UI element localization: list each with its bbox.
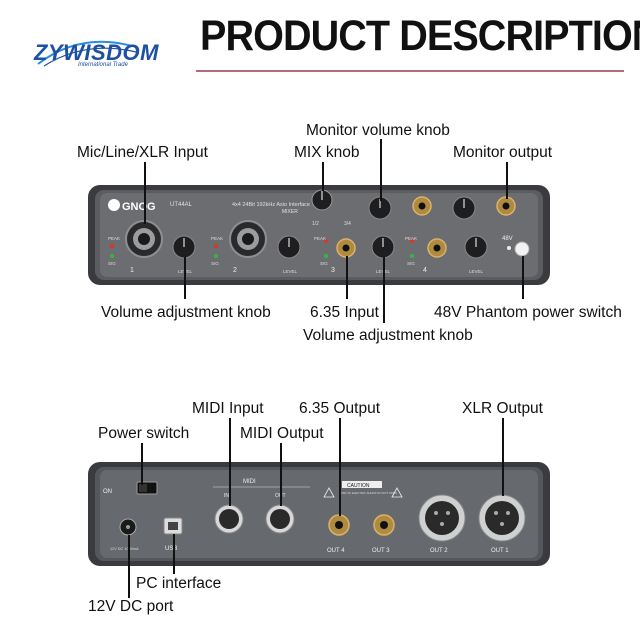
label-power-switch: Power switch <box>98 425 190 442</box>
device-brand: GNOG <box>122 201 156 213</box>
on-label: ON <box>103 489 112 495</box>
sig-led-1 <box>109 253 115 259</box>
peak-led-1 <box>109 243 115 249</box>
label-midi-input: MIDI Input <box>192 400 264 417</box>
out2-label: OUT 2 <box>430 548 448 554</box>
brand-tagline: International Trade <box>78 62 128 68</box>
caution-label: CAUTION <box>347 483 370 489</box>
leader-mix-knob <box>322 162 324 191</box>
label-pc-interface: PC interface <box>136 575 222 592</box>
level-label-2: LEVEL <box>283 269 298 274</box>
warning-icon-2 <box>391 487 403 498</box>
page-title: PRODUCT DESCRIPTION <box>200 12 640 60</box>
dc-label: 12V DC 1000mA <box>110 547 139 551</box>
label-mix-knob: MIX knob <box>294 144 360 161</box>
label-volume-knob-2: Volume adjustment knob <box>303 327 473 344</box>
label-midi-output: MIDI Output <box>240 425 324 442</box>
header: ZYWISDOM International Trade PRODUCT DES… <box>0 0 640 78</box>
leader-output-635 <box>339 418 341 516</box>
mixer-label: MIXER <box>282 209 298 215</box>
leader-dc-port <box>128 535 130 598</box>
leader-volume-knob <box>184 257 186 299</box>
peak-label-1: PEAK <box>108 236 120 241</box>
sig-led-2 <box>213 253 219 259</box>
peak-label-2: PEAK <box>211 236 223 241</box>
sig-label-3: SIG <box>320 261 328 266</box>
usb-label: USB <box>165 546 177 552</box>
peak-label-4: PEAK <box>405 236 417 241</box>
device-model: UT44AL <box>170 202 193 208</box>
midi-in-label: IN <box>224 493 229 499</box>
label-phantom-switch: 48V Phantom power switch <box>434 304 622 321</box>
title-underline <box>196 70 624 72</box>
leader-volume-knob-2 <box>383 257 385 323</box>
leader-power-switch <box>141 443 143 485</box>
out1-label: OUT 1 <box>491 548 509 554</box>
device-logo-icon <box>108 199 120 211</box>
logo-swoosh-icon <box>37 40 137 67</box>
label-xlr-output: XLR Output <box>462 400 543 417</box>
channel-number-4: 4 <box>423 267 427 274</box>
leader-monitor-output <box>506 162 508 199</box>
phantom-label: 48V <box>502 236 513 242</box>
label-monitor-volume: Monitor volume knob <box>306 122 450 139</box>
leader-pc-interface <box>173 534 175 574</box>
peak-led-2 <box>213 243 219 249</box>
peak-label-3: PEAK <box>314 236 326 241</box>
channel-number-1: 1 <box>130 267 134 274</box>
out4-label: OUT 4 <box>327 548 345 554</box>
leader-mic-input <box>144 162 146 224</box>
out3-label: OUT 3 <box>372 548 390 554</box>
sig-label-1: SIG <box>108 261 116 266</box>
leader-midi-input <box>229 418 231 506</box>
leader-phantom <box>522 256 524 299</box>
channel-number-2: 2 <box>233 267 237 274</box>
sig-led-3 <box>323 253 329 259</box>
label-monitor-output: Monitor output <box>453 144 553 161</box>
leader-midi-output <box>280 443 282 506</box>
leader-input-635 <box>346 256 348 299</box>
leader-monitor-volume <box>380 139 382 201</box>
label-input-635: 6.35 Input <box>310 304 379 321</box>
label-dc-port: 12V DC port <box>88 598 174 615</box>
brand-logo: ZYWISDOM <box>34 40 159 65</box>
channel-number-3: 3 <box>331 267 335 274</box>
peak-led-4 <box>409 238 415 244</box>
leader-xlr-output <box>502 418 504 496</box>
peak-led-3 <box>323 238 329 244</box>
mix-left-label: 1/2 <box>312 221 319 227</box>
sig-label-2: SIG <box>211 261 219 266</box>
caution-sub-label: RISK OF ELECTRIC SHOCK DO NOT OPEN <box>340 491 397 495</box>
label-volume-knob: Volume adjustment knob <box>101 304 271 321</box>
sig-label-4: SIG <box>407 261 415 266</box>
level-label-4: LEVEL <box>469 269 484 274</box>
device-spec: 4x4 24Bit 192kHz Asio Interface <box>232 202 310 208</box>
label-output-635: 6.35 Output <box>299 400 381 417</box>
mix-right-label: 3/4 <box>344 221 351 227</box>
label-mic-input: Mic/Line/XLR Input <box>77 144 208 161</box>
warning-icon <box>323 487 335 498</box>
sig-led-4 <box>409 253 415 259</box>
midi-label: MIDI <box>243 479 256 485</box>
